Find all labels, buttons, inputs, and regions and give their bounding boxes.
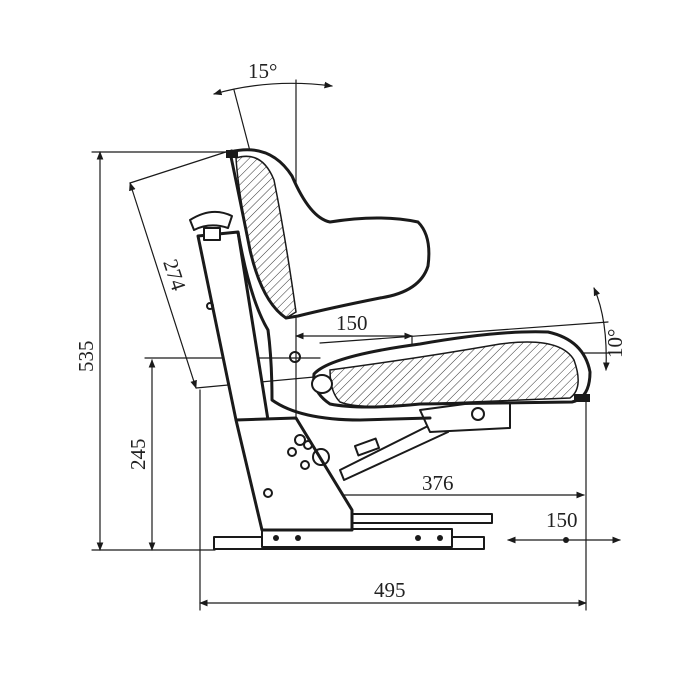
slide-travel-label: 150 [546,508,578,532]
back-frame [236,230,432,422]
slide-rail [351,513,493,524]
seat-cushion-section [329,341,579,408]
slide-carriage [261,528,453,548]
seat-offset-label: 376 [422,471,454,495]
suspension-housing [234,416,354,532]
angle-seat-label: 10° [603,329,627,358]
backrest-length-label: 274 [158,256,191,294]
dimension-labels: 15° 10° 274 150 535 245 376 150 495 [74,59,627,602]
overall-depth-label: 495 [374,578,406,602]
seat-height-label: 245 [126,439,150,471]
overall-height-label: 535 [74,341,98,373]
adjust-knob [189,210,233,231]
angle-backrest-label: 15° [248,59,277,83]
backrest-cushion-section [235,155,297,319]
seat-depth-label: 150 [336,311,368,335]
seat-illustration [189,148,592,550]
